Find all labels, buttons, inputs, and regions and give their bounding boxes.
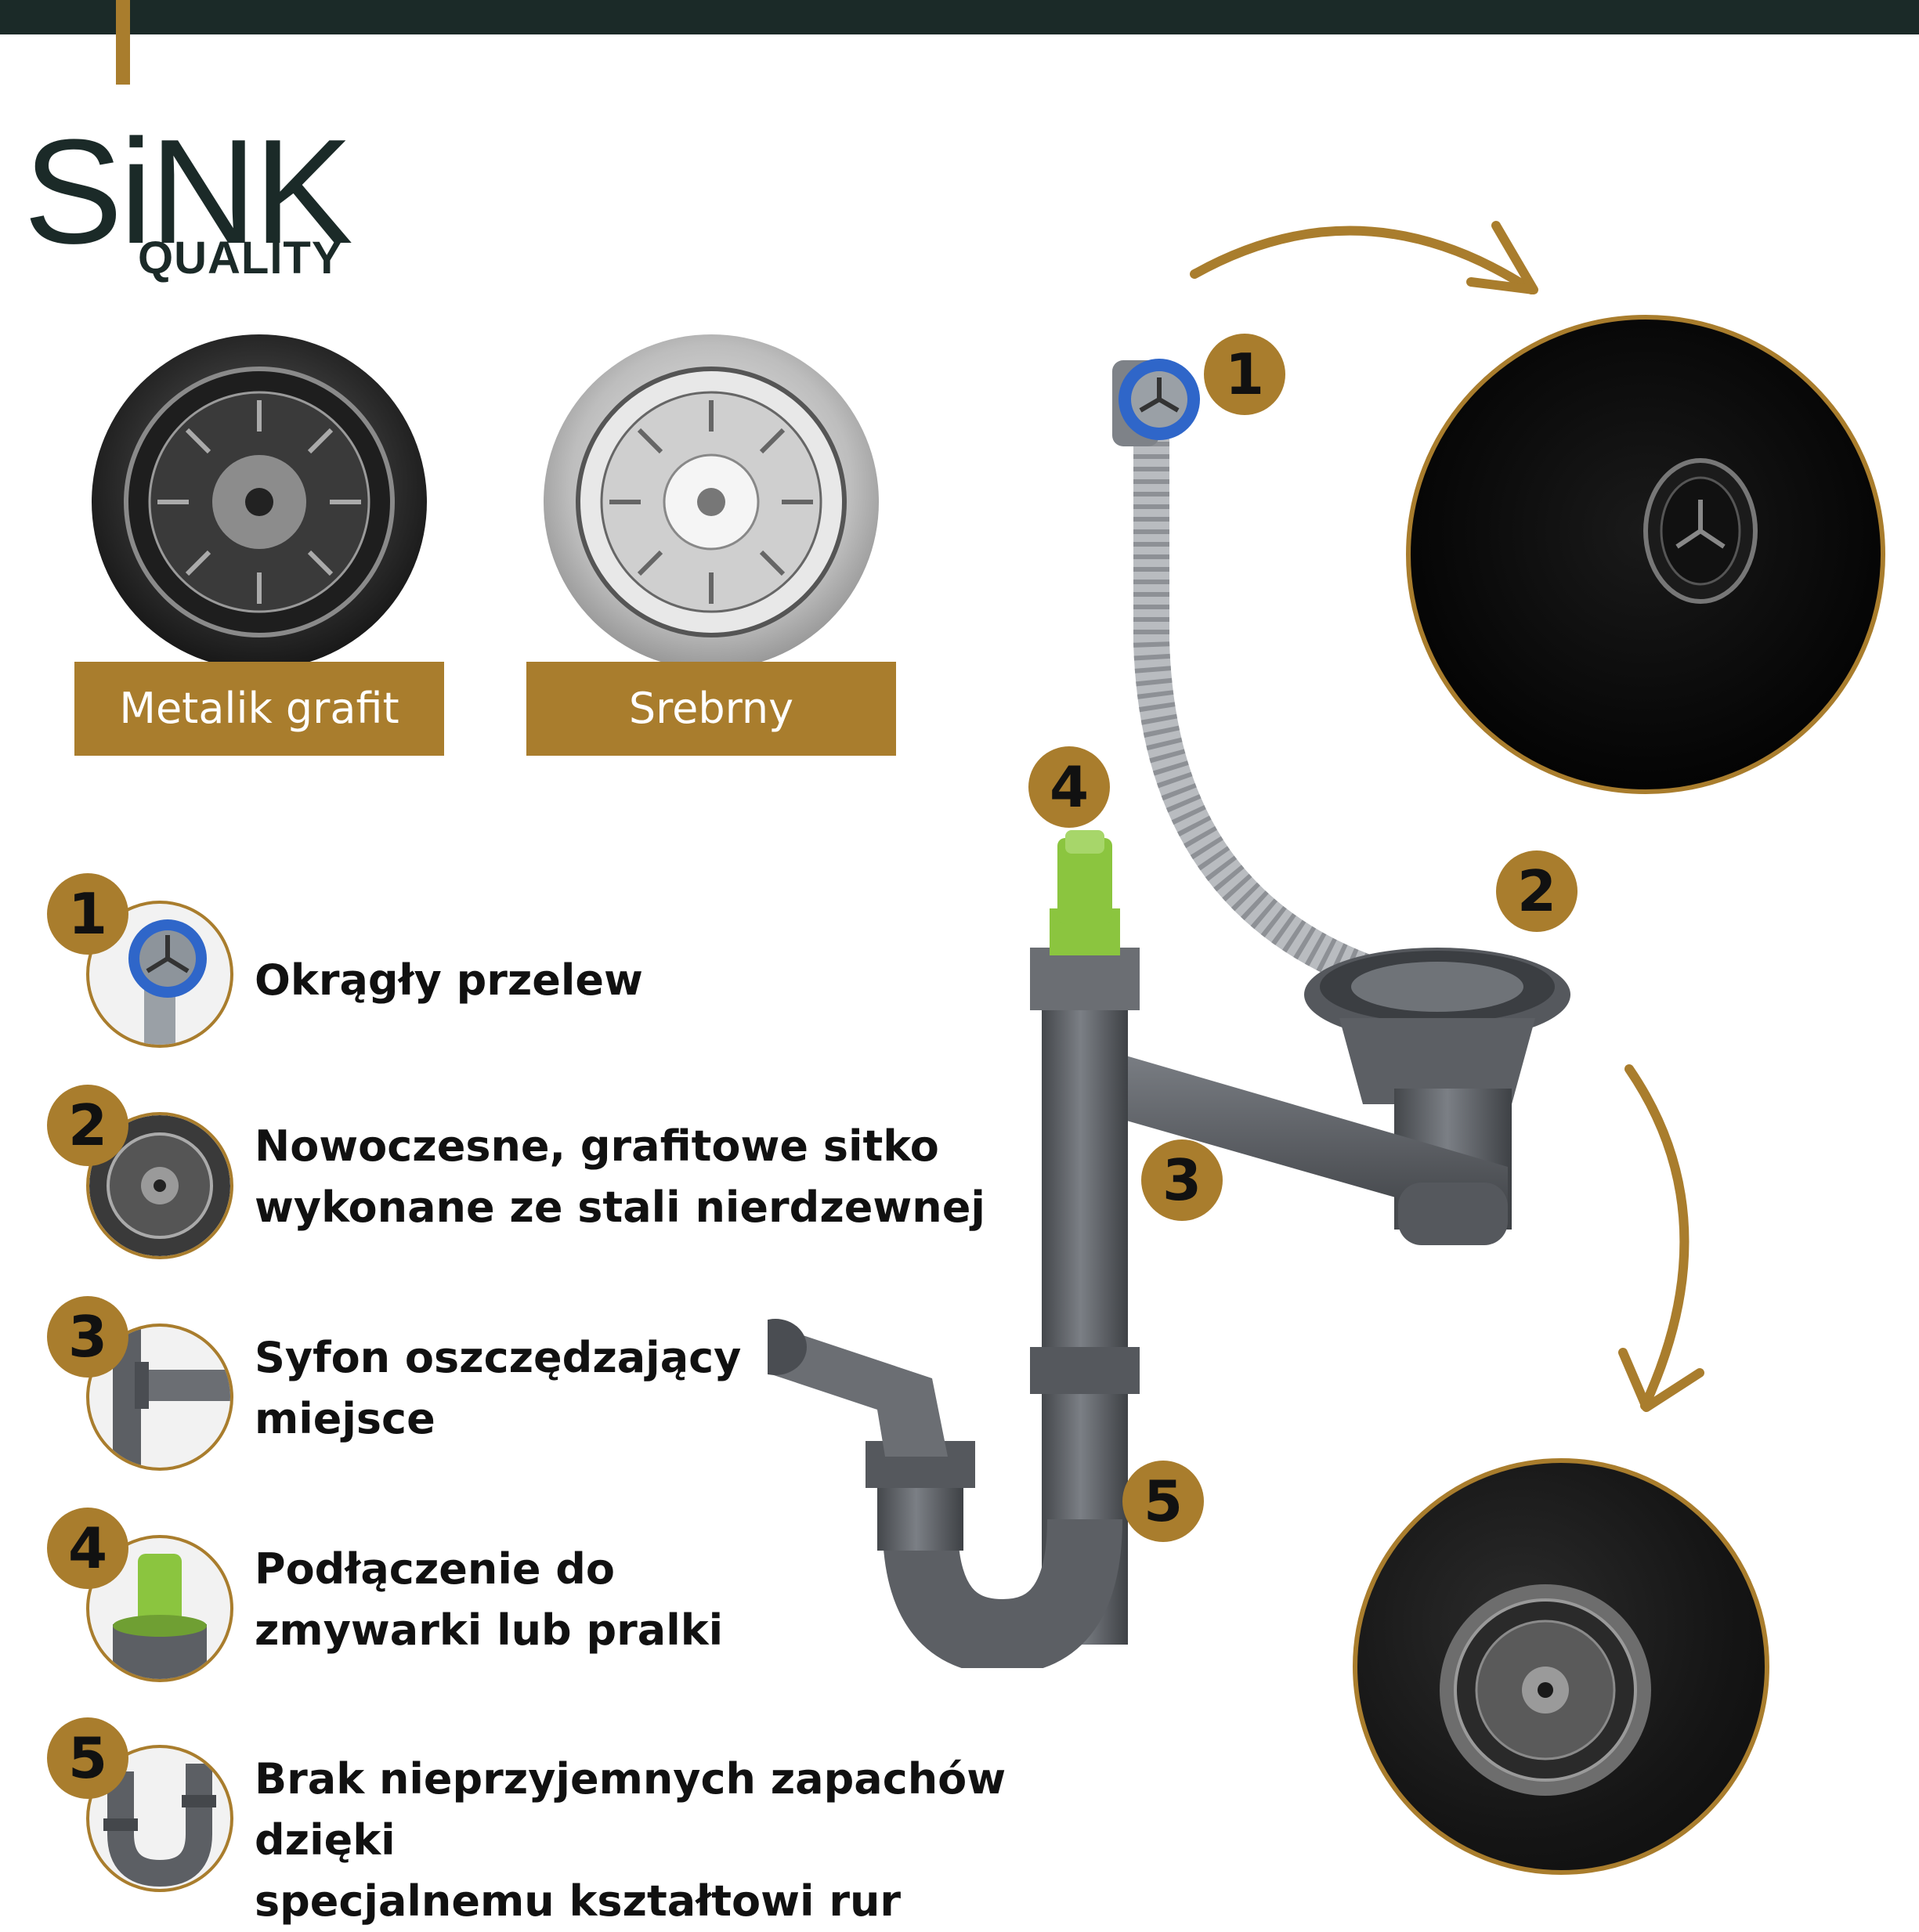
top-bar	[0, 0, 1919, 34]
feature-line: specjalnemu kształtowi rur	[255, 1876, 902, 1926]
curved-arrow-icon	[1190, 221, 1538, 294]
feature-line: zmywarki lub pralki	[255, 1605, 724, 1655]
diagram-badge: 3	[1141, 1139, 1223, 1221]
appliance-connector-icon	[86, 1535, 233, 1682]
strainer-icon	[86, 1112, 233, 1259]
diagram-badge: 1	[1204, 334, 1285, 415]
feature-number-badge: 5	[47, 1717, 128, 1799]
feature-description: Okrągły przelew	[255, 950, 1140, 1011]
brand-logo: SiNK QUALITY	[23, 117, 353, 298]
finish-label: Srebrny	[526, 662, 896, 756]
brand-name: SiNK	[23, 109, 353, 275]
feature-number-badge: 1	[47, 873, 128, 955]
accent-tick	[116, 0, 130, 85]
feature-line: Podłączenie do	[255, 1544, 616, 1594]
brand-subtitle: QUALITY	[138, 233, 343, 283]
graphite-strainer-icon	[92, 334, 427, 670]
finish-graphite: Metalik grafit	[74, 333, 444, 756]
feature-line: wykonane ze stali nierdzewnej	[255, 1183, 985, 1232]
feature-item: 5 Brak nieprzyjemnych zapachów dzięki sp…	[47, 1717, 1144, 1926]
feature-line: Brak nieprzyjemnych zapachów dzięki	[255, 1754, 1006, 1865]
feature-item: 2 Nowoczesne, grafitowe sitko wykonane z…	[47, 1085, 1144, 1259]
feature-item: 3 Syfon oszczędzający miejsce	[47, 1296, 1144, 1471]
feature-description: Syfon oszczędzający miejsce	[255, 1327, 1140, 1450]
feature-number-badge: 4	[47, 1508, 128, 1589]
diagram-badge: 5	[1122, 1461, 1204, 1542]
siphon-diagram	[768, 359, 1570, 1668]
feature-line: Okrągły przelew	[255, 955, 643, 1005]
sink-strainer-photo	[1353, 1458, 1769, 1875]
curved-arrow-icon	[1618, 1064, 1704, 1412]
feature-description: Brak nieprzyjemnych zapachów dzięki spec…	[255, 1749, 1140, 1932]
finish-label: Metalik grafit	[74, 662, 444, 756]
overflow-closeup-photo	[1406, 315, 1885, 794]
feature-item: 4 Podłączenie do zmywarki lub pralki	[47, 1508, 1144, 1682]
feature-line: Syfon oszczędzający	[255, 1333, 742, 1382]
feature-description: Podłączenie do zmywarki lub pralki	[255, 1539, 1140, 1661]
feature-number-badge: 3	[47, 1296, 128, 1378]
feature-description: Nowoczesne, grafitowe sitko wykonane ze …	[255, 1116, 1140, 1238]
feature-number-badge: 2	[47, 1085, 128, 1166]
feature-line: Nowoczesne, grafitowe sitko	[255, 1121, 939, 1171]
diagram-badge: 4	[1028, 746, 1110, 828]
feature-item: 1 Okrągły przelew	[47, 873, 1144, 1048]
feature-line: miejsce	[255, 1394, 435, 1443]
diagram-badge: 2	[1496, 850, 1577, 932]
silver-strainer-icon	[544, 334, 879, 670]
finish-silver: Srebrny	[526, 333, 896, 756]
